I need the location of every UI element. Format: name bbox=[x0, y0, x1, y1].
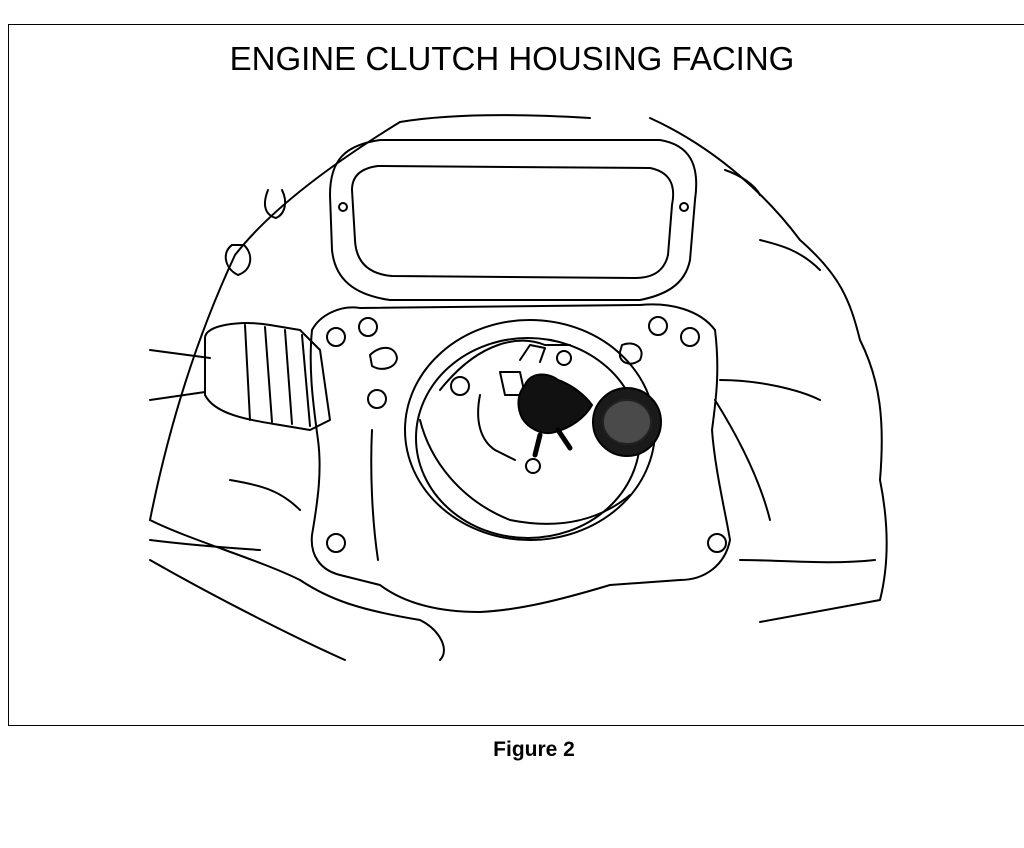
housing-outline bbox=[149, 121, 401, 521]
housing-outline-right-upper bbox=[649, 117, 888, 623]
left-boss bbox=[263, 189, 287, 219]
top-window-frame bbox=[329, 139, 698, 301]
housing-outline-lower-left bbox=[149, 559, 346, 661]
timing-sensor bbox=[517, 373, 593, 434]
figure-title: ENGINE CLUTCH HOUSING FACING bbox=[229, 40, 795, 77]
figure-frame bbox=[8, 24, 1024, 726]
housing-face-plate bbox=[309, 303, 731, 613]
top-window-opening bbox=[351, 165, 675, 279]
rubber-boot bbox=[204, 322, 331, 431]
figure-caption: Figure 2 bbox=[493, 738, 575, 761]
housing-lower-left-flange bbox=[149, 519, 445, 661]
housing-outline-top bbox=[399, 114, 591, 123]
shift-tube bbox=[149, 349, 211, 401]
